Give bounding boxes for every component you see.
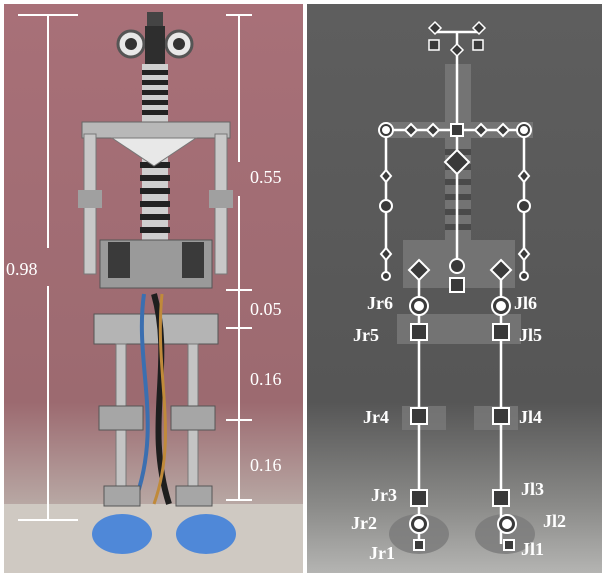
joint-diagram-panel: Jr6 Jr5 Jr4 Jr3 Jr2 Jr1 Jl6 Jl5 Jl4 Jl3 … xyxy=(307,4,602,573)
joint-label-jr5: Jr5 xyxy=(353,326,379,344)
hip-length-label: 0.05 xyxy=(250,300,282,318)
robot-photo-panel: 0.98 0.55 0.05 0.16 0.16 xyxy=(4,4,303,573)
robot-photo-illustration xyxy=(4,4,303,573)
upper-body-length-label: 0.55 xyxy=(250,168,282,186)
joint-overlay xyxy=(307,4,602,573)
joint-label-jl4: Jl4 xyxy=(519,408,542,426)
thigh-length-label: 0.16 xyxy=(250,370,282,388)
joint-label-jr1: Jr1 xyxy=(369,544,395,562)
joint-label-jl1: Jl1 xyxy=(521,540,544,558)
joint-label-jl6: Jl6 xyxy=(514,294,537,312)
left-leg-joints xyxy=(491,260,516,550)
joint-label-jr6: Jr6 xyxy=(367,294,393,312)
joint-label-jl3: Jl3 xyxy=(521,480,544,498)
total-height-label: 0.98 xyxy=(6,260,38,278)
joint-label-jl5: Jl5 xyxy=(519,326,542,344)
joint-label-jr3: Jr3 xyxy=(371,486,397,504)
joint-label-jl2: Jl2 xyxy=(543,512,566,530)
joint-label-jr2: Jr2 xyxy=(351,514,377,532)
shank-length-label: 0.16 xyxy=(250,456,282,474)
joint-label-jr4: Jr4 xyxy=(363,408,389,426)
